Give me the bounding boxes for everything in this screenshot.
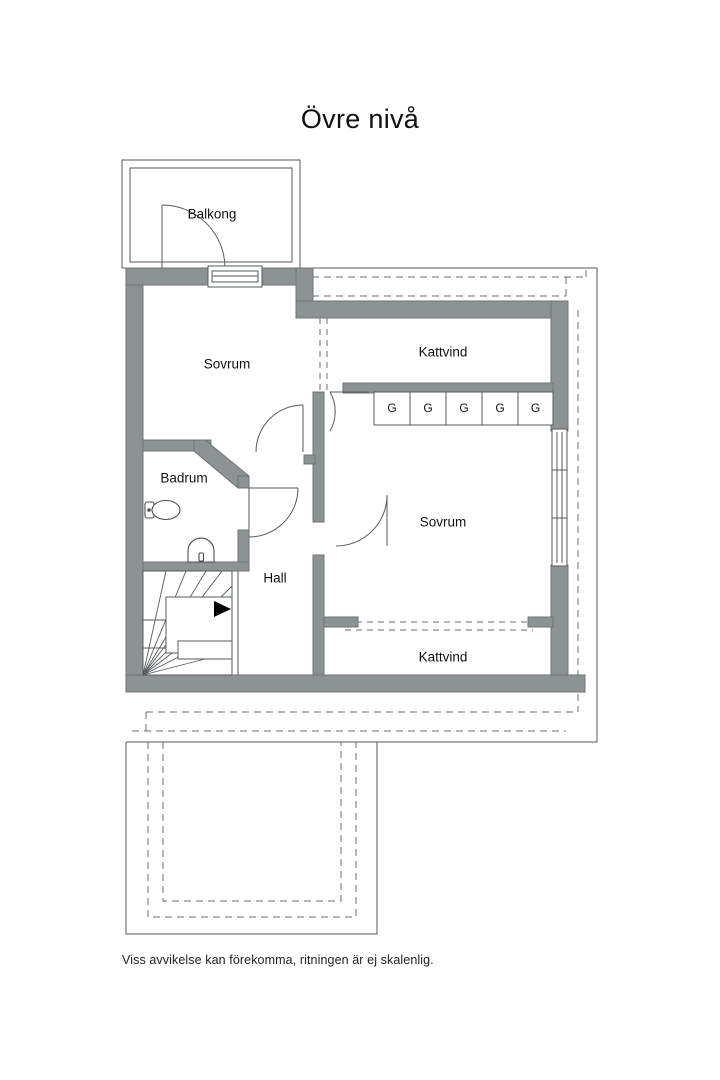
stair-direction-arrow bbox=[214, 601, 231, 617]
closet-label: G bbox=[459, 401, 468, 415]
room-label-badrum: Badrum bbox=[160, 471, 207, 486]
closet-box bbox=[517, 391, 554, 426]
closet-label: G bbox=[495, 401, 504, 415]
page-title: Övre nivå bbox=[300, 104, 420, 134]
room-label-kattvind-top: Kattvind bbox=[419, 345, 468, 360]
bathroom-fixtures bbox=[144, 499, 215, 563]
staircase bbox=[142, 570, 233, 676]
room-label-sovrum-right: Sovrum bbox=[420, 515, 467, 530]
closet-label: G bbox=[423, 401, 432, 415]
room-label-group: BalkongSovrumBadrumHallKattvindSovrumKat… bbox=[160, 207, 467, 665]
room-label-sovrum-left: Sovrum bbox=[204, 357, 251, 372]
balcony-door-window bbox=[207, 265, 263, 288]
door-swing-group bbox=[248, 391, 388, 547]
wall-group bbox=[125, 267, 586, 693]
room-label-kattvind-bottom: Kattvind bbox=[419, 650, 468, 665]
interior-thin-lines bbox=[231, 488, 250, 675]
balcony-area bbox=[121, 159, 301, 269]
closet-box bbox=[481, 391, 519, 426]
drawing-disclaimer-caption: Viss avvikelse kan förekomma, ritningen … bbox=[122, 953, 434, 967]
washbasin-icon bbox=[187, 537, 215, 563]
room-label-balkong: Balkong bbox=[188, 207, 237, 222]
closet-box bbox=[445, 391, 483, 426]
closet-label: G bbox=[387, 401, 396, 415]
closet-label: G bbox=[531, 401, 540, 415]
toilet-icon bbox=[144, 499, 181, 521]
right-wall-window bbox=[551, 428, 568, 567]
room-label-hall: Hall bbox=[263, 571, 286, 586]
